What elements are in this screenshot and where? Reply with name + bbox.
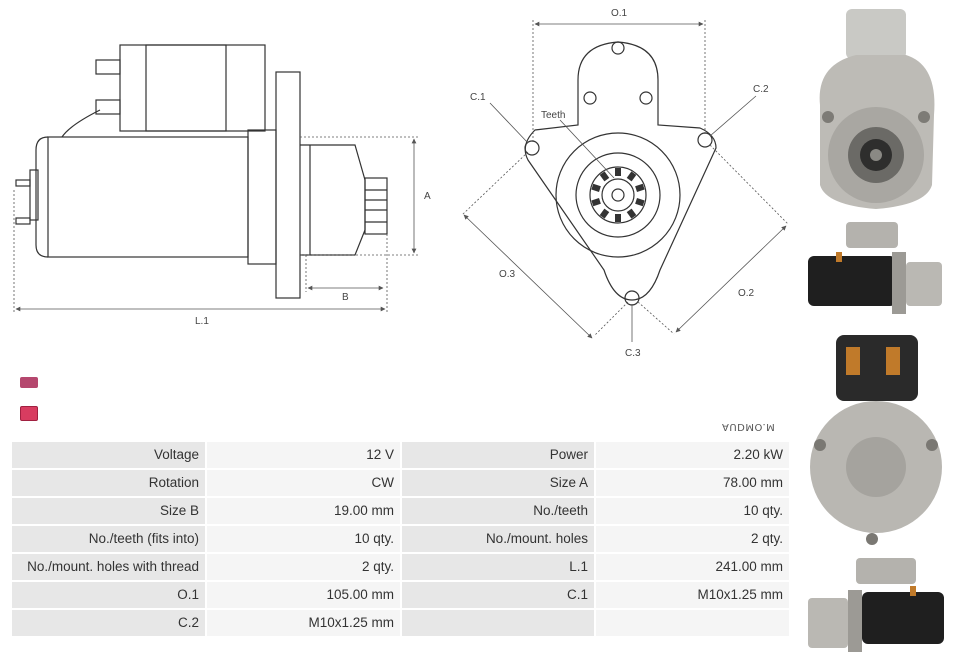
- spec-label: Size A: [400, 468, 596, 498]
- table-row: C.2 M10x1.25 mm: [10, 608, 791, 638]
- spec-label: Size B: [10, 496, 207, 526]
- spec-value: 19.00 mm: [205, 496, 402, 526]
- watermark-text: AUDMO.M: [722, 421, 776, 432]
- spec-label: No./teeth: [400, 496, 596, 526]
- technical-drawing: L.1 A B: [13, 8, 789, 359]
- spec-value: 10 qty.: [594, 496, 791, 526]
- side-view-dimensions: [13, 136, 418, 312]
- table-row: Voltage 12 V Power 2.20 kW: [10, 440, 791, 470]
- label-o1: O.1: [611, 8, 628, 19]
- product-photo-side-2: [806, 554, 946, 660]
- product-photo-rear: [806, 327, 946, 549]
- table-row: Size B 19.00 mm No./teeth 10 qty.: [10, 496, 791, 526]
- label-l1: L.1: [195, 316, 209, 327]
- label-a: A: [424, 191, 431, 202]
- spec-label: O.1: [10, 580, 207, 610]
- flag-icon: [20, 377, 38, 388]
- spec-label: No./teeth (fits into): [10, 524, 207, 554]
- table-row: Rotation CW Size A 78.00 mm: [10, 468, 791, 498]
- spec-label: Power: [400, 440, 596, 470]
- spec-value: 12 V: [205, 440, 402, 470]
- spec-label: No./mount. holes: [400, 524, 596, 554]
- spec-value: 10 qty.: [205, 524, 402, 554]
- spec-value: 105.00 mm: [205, 580, 402, 610]
- spec-label: [400, 608, 596, 638]
- label-o2: O.2: [738, 288, 755, 299]
- spec-value: M10x1.25 mm: [205, 608, 402, 638]
- table-row: No./mount. holes with thread 2 qty. L.1 …: [10, 552, 791, 582]
- pinion-teeth: [591, 168, 645, 222]
- front-view-drawing: [524, 41, 717, 306]
- spec-label: L.1: [400, 552, 596, 582]
- table-row: No./teeth (fits into) 10 qty. No./mount.…: [10, 524, 791, 554]
- spec-label: C.2: [10, 608, 207, 638]
- spec-value: 2.20 kW: [594, 440, 791, 470]
- side-view-drawing: [15, 44, 388, 299]
- label-c3: C.3: [625, 348, 641, 359]
- spec-value: 2 qty.: [205, 552, 402, 582]
- spec-value: CW: [205, 468, 402, 498]
- spec-value: M10x1.25 mm: [594, 580, 791, 610]
- front-view-dimensions: [461, 20, 789, 342]
- product-photo-side: [806, 218, 946, 322]
- product-photo-front: [806, 5, 946, 213]
- label-c2: C.2: [753, 84, 769, 95]
- spec-label: No./mount. holes with thread: [10, 552, 207, 582]
- spec-value: 2 qty.: [594, 524, 791, 554]
- specifications-table: Voltage 12 V Power 2.20 kW Rotation CW S…: [10, 440, 791, 638]
- label-o3: O.3: [499, 269, 516, 280]
- label-teeth: Teeth: [541, 110, 565, 121]
- spec-value: [594, 608, 791, 638]
- spec-label: C.1: [400, 580, 596, 610]
- label-b: B: [342, 292, 349, 303]
- spec-value: 241.00 mm: [594, 552, 791, 582]
- label-c1: C.1: [470, 92, 486, 103]
- spec-label: Rotation: [10, 468, 207, 498]
- spec-label: Voltage: [10, 440, 207, 470]
- badge-icon: [20, 406, 38, 421]
- spec-value: 78.00 mm: [594, 468, 791, 498]
- table-row: O.1 105.00 mm C.1 M10x1.25 mm: [10, 580, 791, 610]
